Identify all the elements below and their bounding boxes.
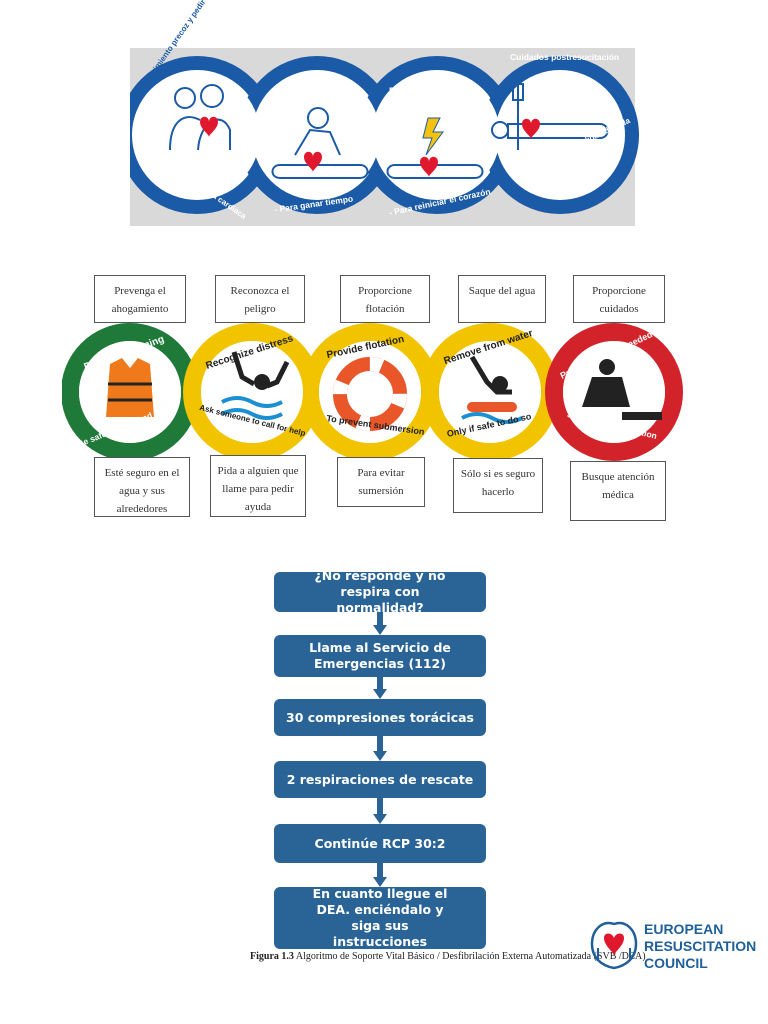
rescue-person-icon [461, 355, 523, 424]
drowning-bottom-box-3: Para evitar sumersión [337, 457, 425, 507]
chain-of-survival [130, 48, 639, 226]
cpr-icon [271, 107, 369, 179]
figure-text: Algoritmo de Soporte Vital Básico / Desf… [295, 951, 646, 962]
flow-step-2: Llame al Servicio de Emergencias (112) [274, 635, 486, 677]
flow-arrow-5 [373, 863, 387, 887]
post-care-icon [491, 80, 609, 150]
drowning-top-box-5: Proporcione cuidados [573, 275, 665, 323]
flow-step-4: 2 respiraciones de rescate [274, 761, 486, 798]
flow-step-1: ¿No responde y no respira con normalidad… [274, 568, 486, 615]
erc-logo-icon [590, 921, 638, 970]
defibrillation-icon [386, 117, 484, 179]
flow-step-5: Continúe RCP 30:2 [274, 824, 486, 863]
flow-arrow-4 [373, 798, 387, 824]
erc-line-2: RESUSCITATION [644, 938, 757, 954]
flow-arrow-3 [373, 736, 387, 761]
chain-link-3-title: Desfibrilación precoz [389, 86, 481, 96]
drowning-person-icon [221, 351, 290, 420]
drowning-top-box-1: Prevenga el ahogamiento [94, 275, 186, 323]
erc-logo-text: EUROPEAN RESUSCITATION COUNCIL [644, 921, 756, 972]
erc-line-3: COUNCIL [644, 955, 708, 971]
figure-label: Figura 1.3 [250, 951, 294, 962]
drowning-top-box-2: Reconozca el peligro [215, 275, 305, 323]
drowning-bottom-box-5: Busque atención médica [570, 461, 666, 521]
life-ring-icon [333, 357, 407, 431]
drowning-top-box-3: Proporcione flotación [340, 275, 430, 323]
drowning-chain [62, 323, 683, 461]
drowning-bottom-box-1: Esté seguro en el agua y sus alrededores [94, 457, 190, 517]
flow-arrow-1 [373, 612, 387, 635]
drowning-bottom-box-2: Pida a alguien que llame para pedir ayud… [210, 455, 306, 517]
erc-line-1: EUROPEAN [644, 921, 724, 937]
flow-step-6: En cuanto llegue el DEA. enciéndalo y si… [274, 886, 486, 949]
chain-link-2-title: RCP precoz [292, 84, 343, 94]
drowning-top-box-4: Saque del agua [458, 275, 546, 323]
cpr-person-icon [582, 359, 662, 420]
flow-arrow-2 [373, 677, 387, 699]
life-vest-icon [106, 358, 154, 417]
figure-caption: Figura 1.3 Algoritmo de Soporte Vital Bá… [250, 950, 646, 963]
chain-link-4-title: Cuidados postresucitación [510, 52, 620, 62]
flow-step-3: 30 compresiones torácicas [274, 699, 486, 736]
drowning-bottom-box-4: Sólo si es seguro hacerlo [453, 458, 543, 513]
